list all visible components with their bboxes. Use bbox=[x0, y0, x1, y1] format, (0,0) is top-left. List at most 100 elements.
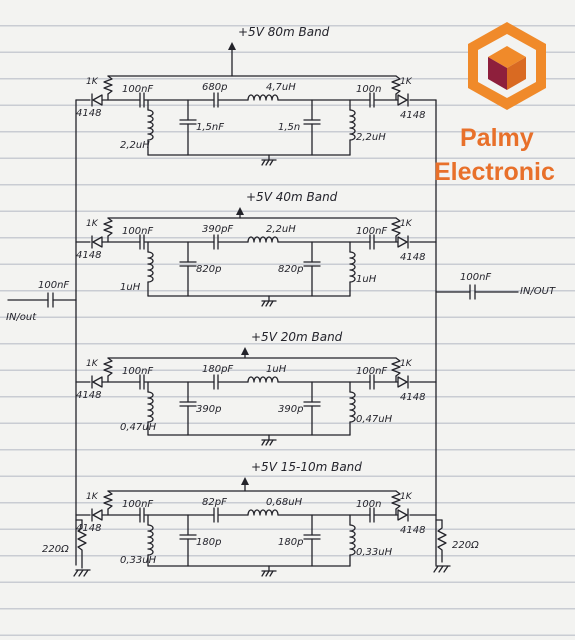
right-io-port: 100nF IN/OUT bbox=[435, 272, 556, 300]
left-coupling-cap bbox=[139, 507, 145, 523]
wire bbox=[265, 300, 270, 307]
band-title: +5V 15-10m Band bbox=[251, 460, 362, 474]
resistor-zigzag bbox=[391, 217, 401, 237]
left-io-cap-label: 100nF bbox=[38, 280, 69, 291]
right-coupling-cap bbox=[369, 234, 375, 250]
ground-icon bbox=[261, 295, 277, 307]
wire bbox=[265, 439, 270, 446]
series-inductor-label: 0,68uH bbox=[266, 497, 303, 508]
right-bias-resistor bbox=[391, 490, 401, 510]
shunt-left-inductor-label: 1uH bbox=[120, 282, 141, 293]
shunt-left-inductor-label: 2,2uH bbox=[120, 140, 150, 151]
shunt-left-cap-label: 1,5nF bbox=[196, 122, 224, 133]
right-bias-resistor-label: 1K bbox=[400, 77, 413, 87]
series-cap bbox=[213, 92, 219, 108]
right-io-cap-label: 100nF bbox=[460, 272, 491, 283]
shunt-right-inductor-label: 0,47uH bbox=[356, 414, 393, 425]
band-title: +5V 20m Band bbox=[251, 330, 343, 344]
shunt-right-inductor bbox=[349, 109, 356, 141]
series-cap-label: 180pF bbox=[202, 364, 233, 375]
shunt-left-cap-label: 180p bbox=[196, 537, 221, 548]
shunt-right-inductor bbox=[349, 524, 356, 556]
series-cap-label: 82pF bbox=[202, 497, 227, 508]
left-bias-resistor-label: 220Ω bbox=[42, 544, 69, 555]
right-switch-diode bbox=[397, 93, 409, 107]
shunt-right-cap-label: 820p bbox=[278, 264, 303, 275]
right-bias-resistor-label: 220Ω bbox=[452, 540, 479, 551]
shunt-left-inductor-label: 0,33uH bbox=[120, 555, 157, 566]
brand-name-line1: Palmy bbox=[460, 124, 534, 152]
left-bias-resistor: 220Ω bbox=[42, 519, 91, 577]
wire bbox=[265, 159, 270, 166]
diode-body bbox=[92, 376, 103, 388]
wire bbox=[269, 439, 274, 446]
diode-body bbox=[92, 509, 103, 521]
right-diode-label: 4148 bbox=[400, 392, 425, 403]
series-cap bbox=[213, 507, 219, 523]
supply-arrow-icon bbox=[236, 207, 244, 219]
band-title: +5V 80m Band bbox=[238, 25, 330, 39]
left-diode-label: 4148 bbox=[76, 390, 101, 401]
wire bbox=[261, 439, 266, 446]
left-switch-diode bbox=[91, 375, 103, 389]
left-bias-resistor bbox=[103, 75, 113, 95]
right-coupling-cap bbox=[369, 507, 375, 523]
supply-arrow-icon bbox=[228, 42, 236, 77]
shunt-left-cap-label: 390p bbox=[196, 404, 221, 415]
ground-icon bbox=[261, 154, 277, 166]
series-inductor-label: 4,7uH bbox=[266, 82, 296, 93]
supply-arrow-icon bbox=[241, 347, 249, 359]
arrow-head bbox=[236, 207, 244, 215]
diode-body bbox=[92, 236, 103, 248]
right-diode-label: 4148 bbox=[400, 525, 425, 536]
left-diode-label: 4148 bbox=[76, 523, 101, 534]
ground-icon bbox=[261, 565, 277, 577]
shunt-left-inductor bbox=[147, 391, 154, 423]
right-bias-resistor bbox=[391, 357, 401, 377]
shunt-right-inductor-label: 2,2uH bbox=[356, 132, 386, 143]
left-bias-resistor bbox=[103, 357, 113, 377]
left-coupling-cap-label: 100nF bbox=[122, 84, 153, 95]
series-inductor bbox=[247, 94, 279, 101]
diode-body bbox=[397, 509, 408, 521]
right-coupling-cap-label: 100nF bbox=[356, 366, 387, 377]
left-coupling-cap-label: 100nF bbox=[122, 226, 153, 237]
series-inductor-label: 1uH bbox=[266, 364, 287, 375]
resistor-zigzag bbox=[103, 357, 113, 377]
right-switch-diode bbox=[397, 375, 409, 389]
diode-body bbox=[397, 376, 408, 388]
series-inductor bbox=[247, 376, 279, 383]
right-bias-resistor: 220Ω bbox=[433, 519, 479, 573]
shunt-left-inductor bbox=[147, 109, 154, 141]
series-inductor-label: 2,2uH bbox=[266, 224, 296, 235]
left-bias-resistor-label: 1K bbox=[86, 359, 99, 369]
right-bias-resistor bbox=[391, 75, 401, 95]
left-coupling-cap bbox=[139, 374, 145, 390]
left-bias-resistor-label: 1K bbox=[86, 219, 99, 229]
right-coupling-cap-label: 100n bbox=[356, 499, 381, 510]
left-coupling-cap-label: 100nF bbox=[122, 366, 153, 377]
shunt-right-inductor-label: 1uH bbox=[356, 274, 377, 285]
shunt-right-inductor bbox=[349, 391, 356, 423]
arrow-head bbox=[241, 347, 249, 355]
left-switch-diode bbox=[91, 93, 103, 107]
right-bias-resistor-label: 1K bbox=[400, 359, 413, 369]
right-io-label: IN/OUT bbox=[520, 286, 556, 297]
wire bbox=[269, 570, 274, 577]
wire bbox=[269, 300, 274, 307]
series-cap-label: 680p bbox=[202, 82, 227, 93]
resistor-zigzag bbox=[103, 490, 113, 510]
diode-body bbox=[92, 94, 103, 106]
resistor-zigzag bbox=[103, 217, 113, 237]
right-coupling-cap bbox=[369, 92, 375, 108]
resistor-zigzag bbox=[103, 75, 113, 95]
left-coupling-cap-label: 100nF bbox=[122, 499, 153, 510]
series-inductor bbox=[247, 236, 279, 243]
shunt-right-cap-label: 390p bbox=[278, 404, 303, 415]
band-title: +5V 40m Band bbox=[246, 190, 338, 204]
